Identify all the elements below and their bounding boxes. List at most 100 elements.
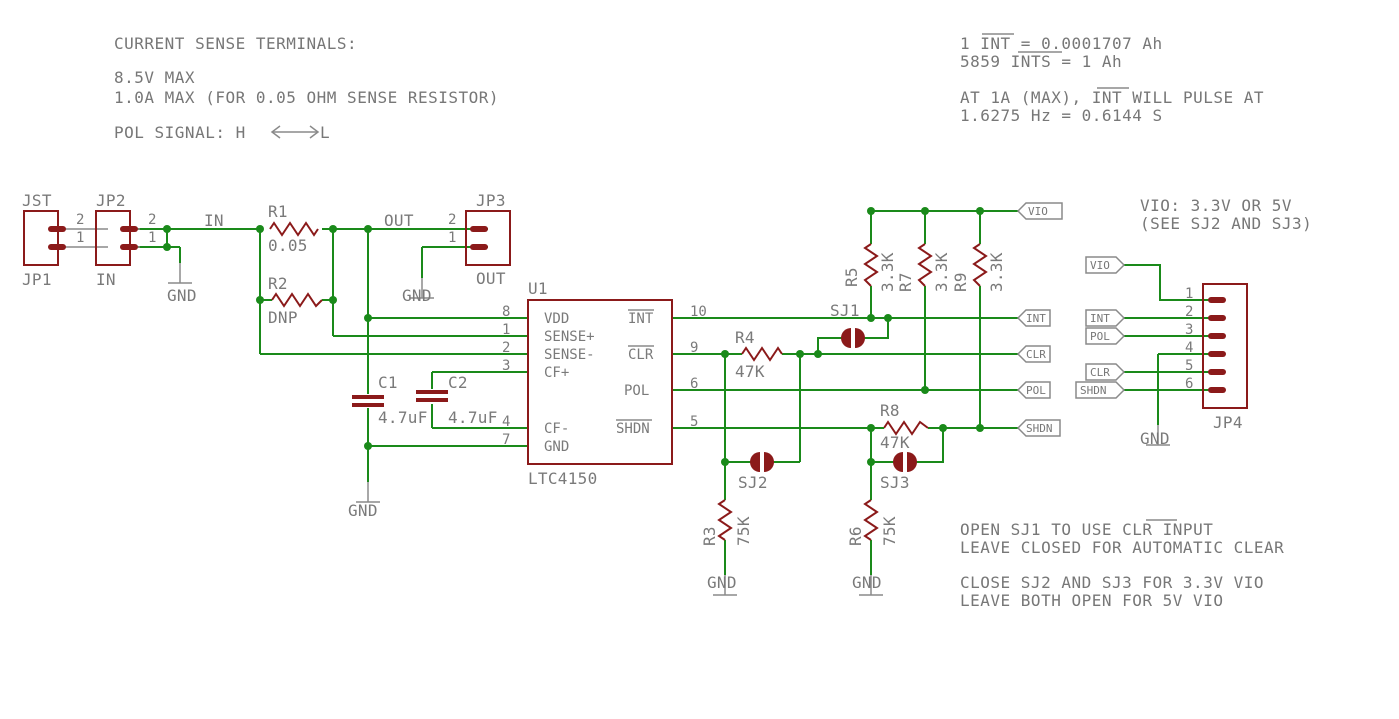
note-pol-signal-l: L	[320, 123, 330, 142]
resistor-r4[interactable]: R4 47K	[735, 328, 783, 381]
r2-label: R2	[268, 274, 288, 293]
resistor-r2[interactable]: R2 DNP	[268, 274, 323, 327]
net-tag-vio: VIO	[1016, 202, 1063, 220]
u1-pin-name-pol: POL	[624, 383, 649, 399]
note-sj1-line1-clr: CLR	[1122, 520, 1152, 539]
r8-value: 47K	[880, 433, 910, 452]
r7-value: 3.3K	[932, 252, 951, 292]
notes: CURRENT SENSE TERMINALS: 8.5V MAX 1.0A M…	[114, 33, 1312, 610]
sj1-label: SJ1	[830, 301, 860, 320]
gnd-label-r6: GND	[852, 573, 882, 592]
note-int-line2-suffix: = 1 Ah	[1051, 52, 1122, 71]
net-tag-int: INT	[1016, 309, 1051, 327]
double-arrow-icon	[270, 125, 320, 139]
note-pulse-line1: AT 1A (MAX), INT WILL PULSE AT	[960, 88, 1264, 107]
net-tag-jp4-vio-text: VIO	[1090, 259, 1110, 272]
resistor-r6[interactable]: R6 75K	[846, 499, 899, 546]
c1-value: 4.7uF	[378, 408, 428, 427]
note-int-line1-prefix: 1	[960, 34, 980, 53]
note-int-line2-prefix: 5859	[960, 52, 1011, 71]
jp3-out-label: OUT	[476, 269, 506, 288]
jp1-pin-1: 1	[76, 230, 84, 246]
jp3-label: JP3	[476, 191, 506, 210]
r9-value: 3.3K	[987, 252, 1006, 292]
resistor-r7[interactable]: R7 3.3K	[896, 243, 951, 292]
net-tag-jp4-pol-text: POL	[1090, 330, 1110, 343]
net-tag-jp4-int: INT	[1085, 309, 1126, 327]
note-pulse-line1-suffix: WILL PULSE AT	[1122, 88, 1264, 107]
capacitor-c2[interactable]: C2 4.7uF	[416, 373, 498, 427]
connector-jp4[interactable]: 1 2 3 4 5 6 JP4	[1185, 283, 1248, 432]
note-pol-signal-h: POL SIGNAL: H	[114, 123, 246, 142]
gnd-label-jp4: GND	[1140, 429, 1170, 448]
r9-label: R9	[951, 272, 970, 292]
solder-jumper-sj2[interactable]: SJ2	[738, 452, 774, 492]
net-tag-shdn: SHDN	[1016, 419, 1061, 437]
solder-jumper-sj3[interactable]: SJ3	[880, 452, 917, 492]
jp3-pin-1: 1	[448, 230, 456, 246]
r4-label: R4	[735, 328, 755, 347]
note-sense-max-v: 8.5V MAX	[114, 68, 195, 87]
r8-label: R8	[880, 401, 900, 420]
net-tag-shdn-text: SHDN	[1026, 422, 1053, 435]
note-sense-title: CURRENT SENSE TERMINALS:	[114, 34, 357, 53]
jp1-label: JP1	[22, 270, 52, 289]
u1-pin-num-4: 4	[502, 414, 510, 430]
jp4-pin-2: 2	[1185, 304, 1193, 320]
u1-pin-num-6: 6	[690, 376, 698, 392]
jp2-in-label: IN	[96, 270, 116, 289]
solder-jumper-sj1[interactable]: SJ1	[830, 301, 865, 348]
connector-jp2[interactable]: JP2 IN 2 1	[95, 191, 156, 289]
gnd-label-r3: GND	[707, 573, 737, 592]
note-sj1-line1-suffix: INPUT	[1153, 520, 1214, 539]
resistor-r1[interactable]: R1 0.05	[268, 202, 319, 255]
r7-label: R7	[896, 272, 915, 292]
net-label-in: IN	[204, 211, 224, 230]
note-int-line1-suffix: = 0.0001707 Ah	[1011, 34, 1163, 53]
net-tag-pol: POL	[1016, 381, 1051, 399]
net-tag-jp4-vio: VIO	[1085, 256, 1126, 274]
note-int-line2: 5859 INTS = 1 Ah	[960, 52, 1122, 71]
net-tag-jp4-shdn: SHDN	[1075, 381, 1126, 399]
r6-label: R6	[846, 526, 865, 546]
jp4-pin-3: 3	[1185, 322, 1193, 338]
net-tag-clr: CLR	[1016, 345, 1051, 363]
u1-pin-num-7: 7	[502, 432, 510, 448]
u1-pin-name-gnd: GND	[544, 439, 569, 455]
note-int-line1: 1 INT = 0.0001707 Ah	[960, 34, 1163, 53]
ic-u1-ltc4150[interactable]: U1 LTC4150 VDD SENSE+ SENSE- CF+ CF- GND…	[502, 279, 707, 488]
resistor-r3[interactable]: R3 75K	[700, 499, 753, 546]
r4-value: 47K	[735, 362, 765, 381]
net-tag-clr-text: CLR	[1026, 348, 1046, 361]
jp2-label: JP2	[96, 191, 126, 210]
note-vio-line2: (SEE SJ2 AND SJ3)	[1140, 214, 1312, 233]
net-tag-jp4-pol: POL	[1085, 327, 1126, 345]
resistor-r8[interactable]: R8 47K	[880, 401, 929, 452]
u1-pin-name-sense-plus: SENSE+	[544, 329, 595, 345]
sj2-label: SJ2	[738, 473, 768, 492]
u1-right-pins: INT CLR POL SHDN 10 9 6 5	[616, 304, 707, 437]
u1-pin-num-8: 8	[502, 304, 510, 320]
connector-jp1[interactable]: JST JP1 2 1	[22, 191, 108, 289]
net-tag-jp4-clr: CLR	[1085, 363, 1126, 381]
capacitor-c1[interactable]: C1 4.7uF	[352, 373, 428, 427]
net-tag-jp4-shdn-text: SHDN	[1080, 384, 1107, 397]
gnd-label-c1: GND	[348, 501, 378, 520]
note-int-line1-int: INT	[980, 34, 1010, 53]
r3-label: R3	[700, 526, 719, 546]
jp1-pin-2: 2	[76, 212, 84, 228]
u1-pin-name-sense-minus: SENSE-	[544, 347, 595, 363]
resistor-r9[interactable]: R9 3.3K	[951, 243, 1006, 292]
u1-pin-name-shdn: SHDN	[616, 421, 650, 437]
note-pulse-line1-prefix: AT 1A (MAX),	[960, 88, 1092, 107]
note-sj23-line2: LEAVE BOTH OPEN FOR 5V VIO	[960, 591, 1223, 610]
connector-jp3[interactable]: JP3 OUT 2 1	[448, 191, 511, 288]
u1-pin-num-3: 3	[502, 358, 510, 374]
wires	[138, 210, 1212, 575]
gnd-symbols: GND GND GND GND GND GND	[167, 262, 1171, 596]
note-sj23-line1: CLOSE SJ2 AND SJ3 FOR 3.3V VIO	[960, 573, 1264, 592]
jp3-pin-2: 2	[448, 212, 456, 228]
resistor-r5[interactable]: R5 3.3K	[842, 243, 897, 292]
net-label-out: OUT	[384, 211, 414, 230]
u1-pin-num-5: 5	[690, 414, 698, 430]
